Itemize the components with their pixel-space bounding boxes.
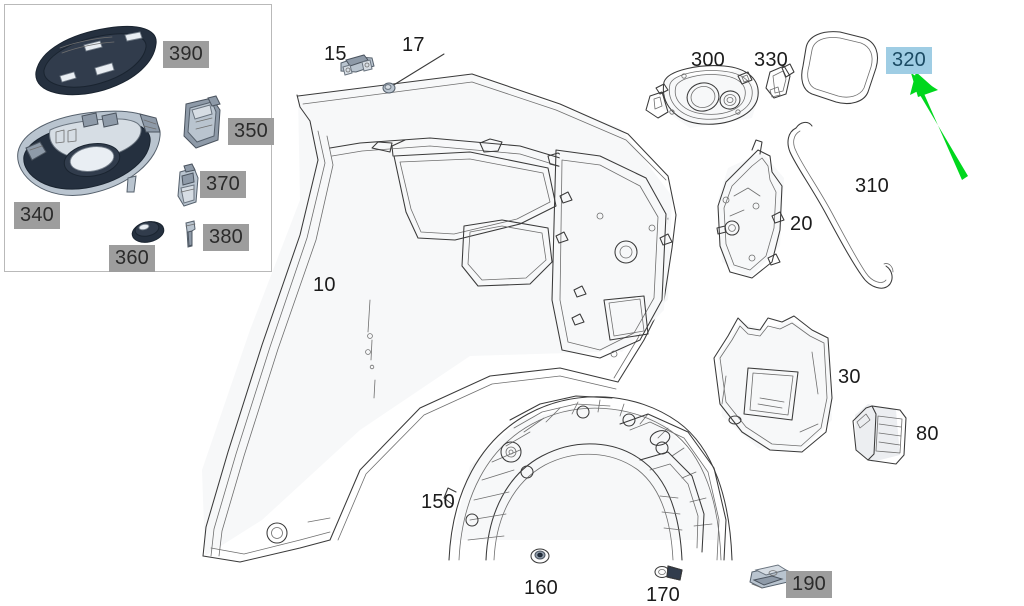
part-370-mirror-sensor <box>177 163 199 207</box>
callout-label-190[interactable]: 190 <box>786 571 832 598</box>
highlight-arrow <box>910 72 968 180</box>
part-160-liner-grommet <box>530 548 550 564</box>
callout-label-300[interactable]: 300 <box>691 49 725 71</box>
part-20-inner-reinforcement <box>716 139 785 279</box>
callout-label-15[interactable]: 15 <box>324 43 347 65</box>
callout-label-17[interactable]: 17 <box>402 34 425 56</box>
part-15-roof-rail-bracket <box>340 54 375 76</box>
part-390-mirror-cover-cap <box>35 25 157 96</box>
part-300-fuel-filler-housing <box>645 65 760 128</box>
part-30-wheel-housing-panel <box>713 315 833 453</box>
part-310-drain-hose <box>787 121 894 289</box>
callout-label-160[interactable]: 160 <box>524 577 558 599</box>
part-340-mirror-base-housing <box>17 110 161 196</box>
callout-label-80[interactable]: 80 <box>916 423 939 445</box>
part-350-mirror-motor-housing <box>183 95 221 149</box>
callout-label-10[interactable]: 10 <box>313 274 336 296</box>
part-330-flap-hinge-clip <box>765 63 795 99</box>
callout-label-380[interactable]: 380 <box>203 224 249 251</box>
callout-label-170[interactable]: 170 <box>646 584 680 606</box>
callout-label-370[interactable]: 370 <box>200 171 246 198</box>
callout-label-350[interactable]: 350 <box>228 118 274 145</box>
part-150-wheel-arch-liner <box>443 395 733 561</box>
callout-label-320[interactable]: 320 <box>886 47 932 74</box>
callout-label-360[interactable]: 360 <box>109 245 155 272</box>
callout-label-20[interactable]: 20 <box>790 213 813 235</box>
part-320-fuel-filler-flap <box>801 31 879 105</box>
callout-label-150[interactable]: 150 <box>421 491 455 513</box>
callout-label-30[interactable]: 30 <box>838 366 861 388</box>
part-190-spring-nut-clip <box>749 564 791 589</box>
part-80-pressure-relief-vent <box>852 404 907 465</box>
part-quarter-inner-structure <box>551 149 673 359</box>
callout-label-390[interactable]: 390 <box>163 41 209 68</box>
part-380-mirror-screw <box>185 220 196 248</box>
part-17-antenna-rod <box>382 53 445 94</box>
callout-label-310[interactable]: 310 <box>855 175 889 197</box>
part-360-mirror-cap-plug <box>131 221 165 243</box>
part-170-liner-screw <box>654 565 683 581</box>
callout-label-340[interactable]: 340 <box>14 202 60 229</box>
callout-label-330[interactable]: 330 <box>754 49 788 71</box>
